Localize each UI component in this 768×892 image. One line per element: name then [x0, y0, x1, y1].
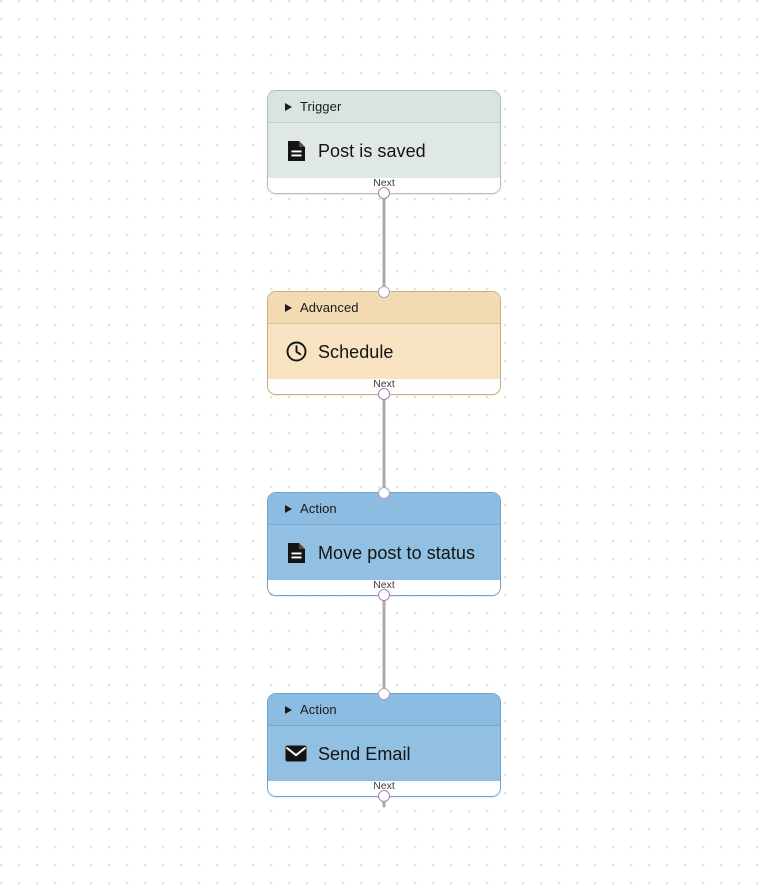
node-footer-action[interactable]: Next [268, 781, 500, 796]
node-divider [268, 323, 500, 324]
node-divider [268, 725, 500, 726]
next-label: Next [373, 177, 395, 189]
document-icon [285, 542, 307, 564]
caret-right-icon[interactable] [285, 303, 292, 312]
workflow-node-trigger[interactable]: Trigger Post is saved Next [267, 90, 501, 199]
node-type-label: Action [300, 501, 337, 516]
target-handle-in[interactable] [378, 286, 390, 298]
clock-icon [285, 341, 307, 363]
source-handle-next[interactable] [378, 187, 390, 199]
node-title: Schedule [318, 341, 394, 362]
node-body-trigger[interactable]: Post is saved [268, 123, 500, 178]
source-handle-next[interactable] [378, 589, 390, 601]
node-title: Send Email [318, 743, 411, 764]
node-type-label: Action [300, 702, 337, 717]
node-title: Post is saved [318, 140, 426, 161]
envelope-icon [285, 743, 307, 765]
document-icon [285, 140, 307, 162]
node-type-label: Advanced [300, 300, 359, 315]
source-handle-next[interactable] [378, 790, 390, 802]
node-title: Move post to status [318, 542, 476, 563]
node-body-action[interactable]: Move post to status [268, 525, 500, 580]
target-handle-in[interactable] [378, 688, 390, 700]
workflow-node-move-post-to-status[interactable]: Action Move post to status Next [267, 487, 501, 601]
node-type-label: Trigger [300, 99, 342, 114]
next-label: Next [373, 780, 395, 792]
caret-right-icon[interactable] [285, 504, 292, 513]
node-footer-advanced[interactable]: Next [268, 379, 500, 394]
node-body-action[interactable]: Send Email [268, 726, 500, 781]
caret-right-icon[interactable] [285, 102, 292, 111]
node-divider [268, 524, 500, 525]
node-header-advanced[interactable]: Advanced [268, 292, 500, 323]
node-body-advanced[interactable]: Schedule [268, 324, 500, 379]
workflow-node-send-email[interactable]: Action Send Email Next [267, 688, 501, 802]
next-label: Next [373, 378, 395, 390]
node-footer-action[interactable]: Next [268, 580, 500, 595]
node-divider [268, 122, 500, 123]
node-header-trigger[interactable]: Trigger [268, 91, 500, 122]
target-handle-in[interactable] [378, 487, 390, 499]
source-handle-next[interactable] [378, 388, 390, 400]
next-label: Next [373, 579, 395, 591]
caret-right-icon[interactable] [285, 705, 292, 714]
node-footer-trigger[interactable]: Next [268, 178, 500, 193]
workflow-node-advanced[interactable]: Advanced Schedule Next [267, 286, 501, 400]
